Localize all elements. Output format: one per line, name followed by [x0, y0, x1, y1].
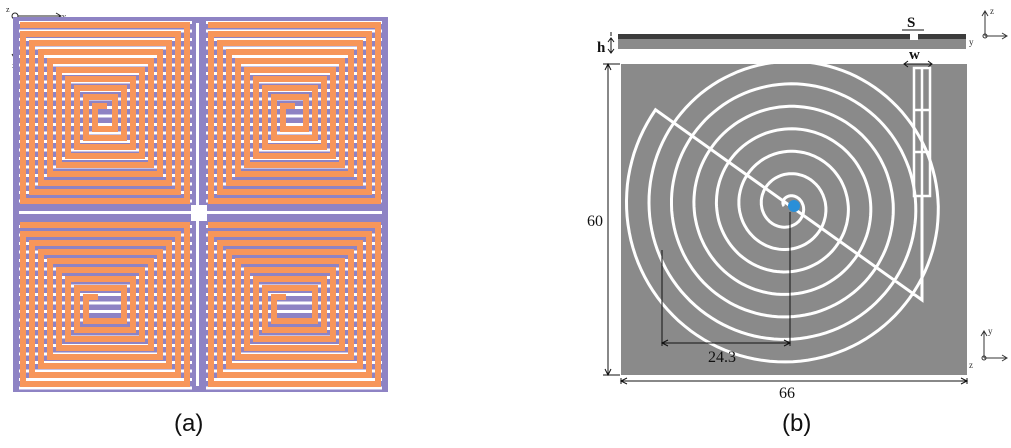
spiral-arm-1 — [20, 22, 190, 204]
top-layer-spirals — [20, 22, 381, 387]
spiral-slot-path — [624, 59, 940, 364]
side-view-conductor — [618, 34, 966, 39]
bottom-axis-triad — [980, 330, 1008, 362]
feed-line — [912, 66, 932, 198]
caption-b: (b) — [782, 410, 812, 437]
side-view-axis-triad — [981, 10, 1008, 40]
dim-height — [603, 62, 620, 377]
dim-label-h: h — [597, 40, 606, 56]
bottom-axis-z-label: z — [969, 360, 973, 370]
side-view-slot-gap — [910, 33, 918, 40]
spiral-arm-4 — [208, 222, 381, 387]
side-view — [607, 29, 966, 54]
panel-a-axis-y-label: y — [62, 12, 66, 21]
spiral-arm-3 — [20, 222, 190, 387]
feed-point — [788, 200, 800, 212]
dim-label-s: S — [907, 15, 915, 31]
dim-label-w: w — [909, 47, 920, 63]
bottom-axis-y-label: y — [988, 326, 993, 336]
side-view-substrate — [618, 39, 966, 49]
spiral-arm-2 — [208, 22, 381, 204]
spiral-slot — [624, 59, 940, 364]
dim-value-radius: 24.3 — [708, 349, 736, 366]
dim-value-height: 60 — [587, 213, 603, 230]
dim-value-width: 66 — [779, 385, 795, 402]
dim-radius — [660, 212, 792, 347]
caption-a: (a) — [174, 410, 204, 437]
side-axis-y-label: y — [969, 37, 974, 47]
panel-a-axis-z-label: z — [6, 5, 10, 14]
center-trace-gap — [196, 23, 199, 386]
panel-b-archimedean-spiral: S h z y w — [587, 6, 1008, 402]
side-axis-z-label: z — [990, 6, 994, 16]
dim-width — [619, 377, 969, 385]
center-feed-gap — [191, 205, 207, 221]
panel-a-square-spiral-array: z y x — [6, 5, 388, 392]
